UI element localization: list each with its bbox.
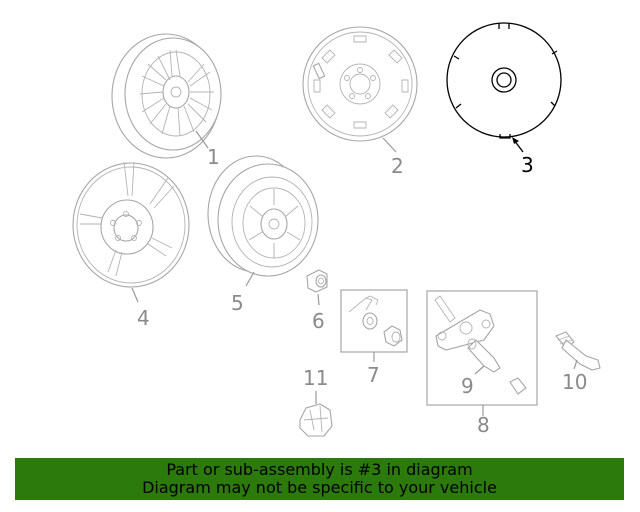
notice-banner-line-2: Diagram may not be specific to your vehi… <box>142 478 497 497</box>
part-11-lug-nut-cap[interactable] <box>299 403 333 437</box>
part-5-steel-wheel[interactable] <box>207 155 319 277</box>
callout-8[interactable]: 8 <box>477 413 490 437</box>
leader-line-10 <box>573 359 578 370</box>
leader-line-9 <box>474 365 485 375</box>
callout-7[interactable]: 7 <box>367 363 380 387</box>
leader-line-1 <box>195 130 209 149</box>
part-2-hub-cover[interactable] <box>302 26 418 142</box>
callout-10[interactable]: 10 <box>562 370 587 394</box>
parts-diagram: 1 2 3 4 <box>72 22 601 437</box>
notice-banner: Part or sub-assembly is #3 in diagram Di… <box>15 458 624 500</box>
callout-6[interactable]: 6 <box>312 309 325 333</box>
leader-line-6 <box>317 293 320 306</box>
notice-banner-line-1: Part or sub-assembly is #3 in diagram <box>166 460 473 479</box>
part-1-alloy-wheel[interactable] <box>111 33 222 159</box>
callout-1[interactable]: 1 <box>207 145 220 169</box>
leader-arrow-3 <box>512 137 519 144</box>
callout-2[interactable]: 2 <box>391 154 404 178</box>
leader-line-5 <box>245 271 255 287</box>
part-8-tpms-sensor-kit[interactable] <box>426 290 538 406</box>
callout-9[interactable]: 9 <box>461 374 474 398</box>
callout-11[interactable]: 11 <box>303 366 328 390</box>
leader-line-2 <box>382 137 397 153</box>
part-3-center-cap[interactable] <box>446 22 562 139</box>
part-4-wheel-cover[interactable] <box>72 161 190 288</box>
part-7-wheel-lock-kit[interactable] <box>340 289 408 353</box>
callout-5[interactable]: 5 <box>231 291 244 315</box>
callout-4[interactable]: 4 <box>137 306 150 330</box>
part-6-lug-nut[interactable] <box>306 269 328 293</box>
leader-line-4 <box>131 287 139 303</box>
callout-3[interactable]: 3 <box>521 153 534 177</box>
part-10-valve-stem[interactable] <box>555 331 601 371</box>
